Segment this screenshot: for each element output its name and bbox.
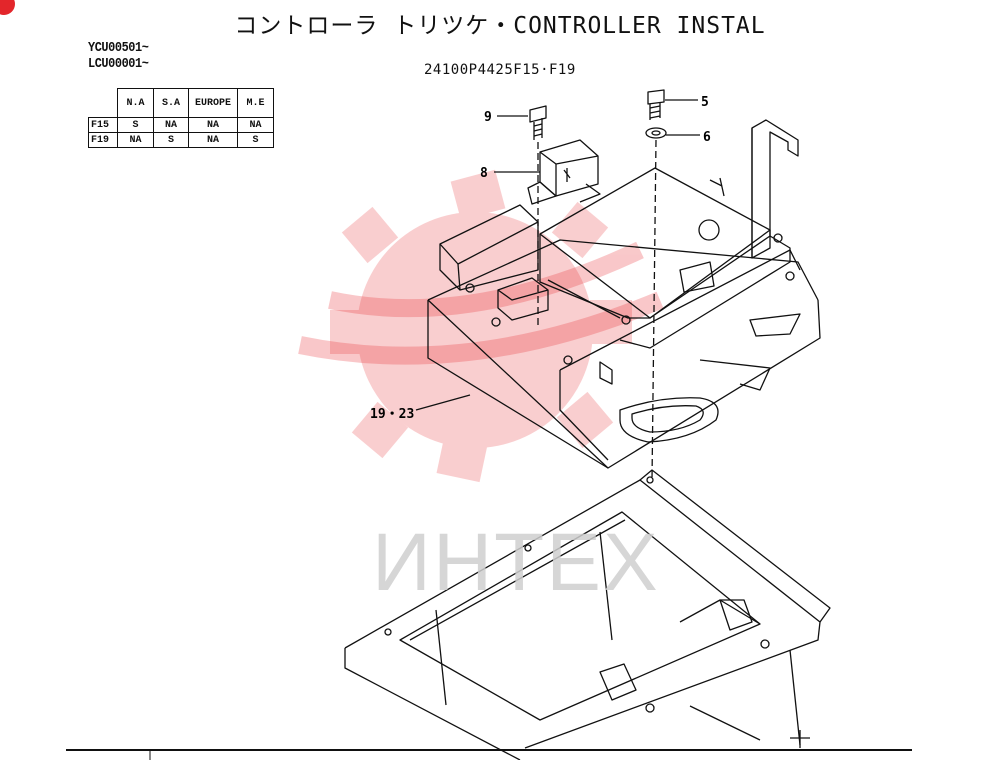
watermark-text: ИНТЕХ bbox=[372, 517, 660, 608]
assembly-line-bolt-5 bbox=[651, 139, 657, 481]
callout-5: 5 bbox=[701, 95, 709, 110]
table-row: F19 NA S NA S bbox=[88, 132, 274, 148]
table-cell: S bbox=[237, 132, 274, 148]
table-cell: S bbox=[153, 132, 189, 148]
washer-part-6 bbox=[645, 127, 667, 139]
corner-badge bbox=[0, 0, 15, 15]
table-row: F15 S NA NA NA bbox=[88, 117, 274, 133]
serial-range-ycu: YCU00501~ bbox=[88, 40, 149, 56]
callout-6: 6 bbox=[703, 130, 711, 145]
bolt-part-9 bbox=[529, 105, 547, 140]
table-cell: NA bbox=[188, 132, 238, 148]
part-number: 24100P4425F15·F19 bbox=[424, 62, 576, 78]
availability-table: N.A S.A EUROPE M.E F15 S NA NA NA F19 NA… bbox=[88, 88, 274, 148]
base-frame bbox=[344, 469, 831, 760]
relay-lower bbox=[491, 277, 549, 327]
callout-19-23: 19・23 bbox=[370, 407, 414, 422]
availability-header-row: N.A S.A EUROPE M.E bbox=[88, 88, 274, 118]
col-header-me: M.E bbox=[237, 88, 274, 118]
page-title: コントローラ トリツケ・CONTROLLER INSTAL bbox=[234, 13, 766, 39]
callout-8: 8 bbox=[480, 166, 488, 181]
watermark-swoosh bbox=[298, 241, 664, 365]
callout-9: 9 bbox=[484, 110, 492, 125]
leader-19-23 bbox=[415, 394, 471, 411]
serial-range-lcu: LCU00001~ bbox=[88, 56, 149, 72]
bolt-part-5 bbox=[647, 89, 665, 120]
side-bracket bbox=[709, 119, 799, 259]
col-header-sa: S.A bbox=[153, 88, 189, 118]
col-header-europe: EUROPE bbox=[188, 88, 238, 118]
relay-part-8 bbox=[527, 139, 601, 205]
